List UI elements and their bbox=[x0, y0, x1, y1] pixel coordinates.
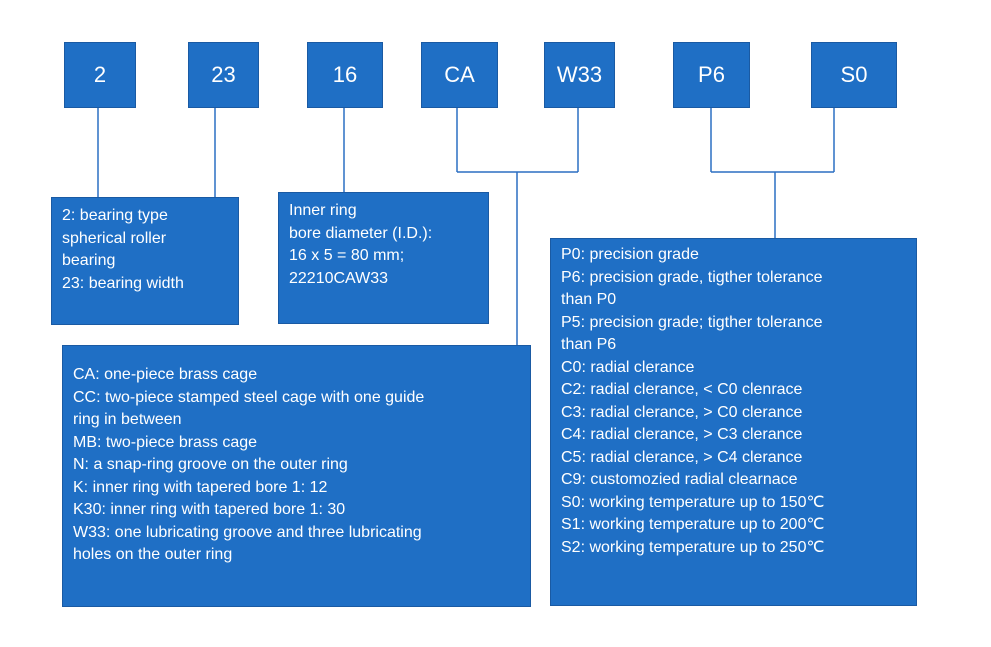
cage-line: K: inner ring with tapered bore 1: 12 bbox=[73, 478, 328, 496]
type-width-line: 23: bearing width bbox=[62, 274, 184, 292]
precision-line: P6: precision grade, tigther tolerance bbox=[561, 268, 823, 286]
code-box-bore: 16 bbox=[307, 42, 383, 108]
bore-description: Inner ring bore diameter (I.D.): 16 x 5 … bbox=[278, 192, 489, 324]
code-box-cage: CA bbox=[421, 42, 498, 108]
cage-line: CA: one-piece brass cage bbox=[73, 366, 258, 383]
precision-line: S0: working temperature up to 150℃ bbox=[561, 493, 825, 511]
precision-line: than P0 bbox=[561, 291, 617, 308]
cage-description: CA: one-piece brass cage CC: two-piece s… bbox=[62, 345, 531, 607]
cage-line: N: a snap-ring groove on the outer ring bbox=[73, 456, 348, 473]
precision-line: P5: precision grade; tigther tolerance bbox=[561, 313, 823, 331]
code-box-temperature: S0 bbox=[811, 42, 897, 108]
cage-line: holes on the outer ring bbox=[73, 546, 233, 563]
cage-line: ring in between bbox=[73, 411, 182, 428]
precision-description: P0: precision grade P6: precision grade,… bbox=[550, 238, 917, 606]
precision-line: S1: working temperature up to 200℃ bbox=[561, 516, 825, 533]
code-box-type: 2 bbox=[64, 42, 136, 108]
precision-line: C5: radial clerance, > C4 clerance bbox=[561, 448, 803, 466]
precision-line: S2: working temperature up to 250℃ bbox=[561, 538, 825, 556]
bore-line: 16 x 5 = 80 mm; bbox=[289, 247, 405, 264]
cage-line: CC: two-piece stamped steel cage with on… bbox=[73, 388, 425, 406]
precision-line: than P6 bbox=[561, 336, 617, 353]
type-width-description: 2: bearing type spherical roller bearing… bbox=[51, 197, 239, 325]
cage-line: W33: one lubricating groove and three lu… bbox=[73, 523, 422, 541]
type-width-line: bearing bbox=[62, 252, 116, 269]
bore-line: 22210CAW33 bbox=[289, 269, 389, 287]
precision-line: C4: radial clerance, > C3 clerance bbox=[561, 426, 803, 443]
code-box-lubrication: W33 bbox=[544, 42, 615, 108]
type-width-line: 2: bearing type bbox=[62, 207, 168, 224]
precision-line: C9: customozied radial clearnace bbox=[561, 471, 798, 488]
precision-line: C3: radial clerance, > C0 clerance bbox=[561, 403, 803, 421]
cage-line: MB: two-piece brass cage bbox=[73, 433, 258, 451]
type-width-line: spherical roller bbox=[62, 229, 167, 247]
precision-line: C2: radial clerance, < C0 clenrace bbox=[561, 381, 803, 398]
precision-line: P0: precision grade bbox=[561, 246, 699, 263]
code-box-width: 23 bbox=[188, 42, 259, 108]
code-box-precision: P6 bbox=[673, 42, 750, 108]
bore-line: bore diameter (I.D.): bbox=[289, 224, 433, 242]
cage-line: K30: inner ring with tapered bore 1: 30 bbox=[73, 501, 346, 518]
bore-line: Inner ring bbox=[289, 202, 357, 219]
precision-line: C0: radial clerance bbox=[561, 358, 695, 376]
